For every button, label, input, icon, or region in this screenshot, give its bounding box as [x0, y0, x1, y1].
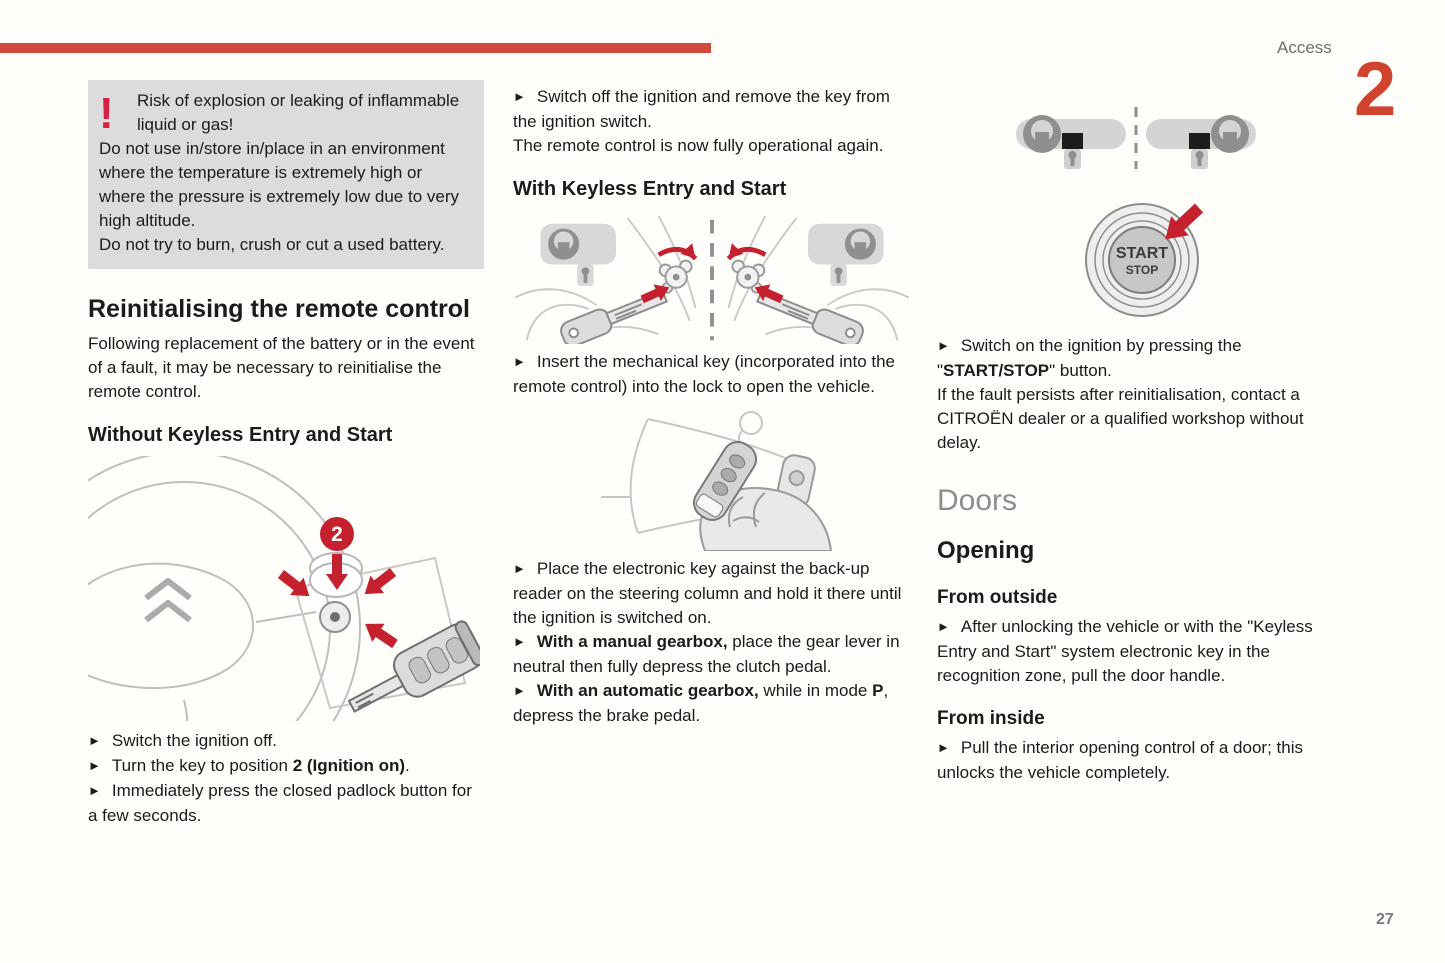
drive-side-badge — [540, 223, 616, 286]
instruction-text: Switch the ignition off. — [111, 731, 277, 750]
bullet-arrow-icon: ► — [513, 561, 526, 576]
subheading-without-keyless: Without Keyless Entry and Start — [88, 424, 393, 446]
ignition-key-illustration: 2 — [88, 456, 480, 721]
bullet-arrow-icon: ► — [513, 89, 526, 104]
instruction-bullet: ►With a manual gearbox, place the gear l… — [513, 630, 913, 679]
backup-reader-icon — [1062, 133, 1083, 149]
subheading-from-outside: From outside — [937, 587, 1058, 608]
door-lock-keys-illustration — [514, 216, 911, 344]
body-paragraph: If the fault persists after reinitialisa… — [937, 385, 1304, 452]
steering-wheel-icon — [1023, 115, 1061, 153]
instruction-bullet: ►Switch on the ignition by pressing the … — [937, 334, 1335, 383]
warning-paragraph: Do not try to burn, crush or cut a used … — [99, 235, 445, 254]
red-arrows — [640, 243, 698, 304]
instruction-text: Insert the mechanical key (incorporated … — [513, 352, 896, 396]
dashboard-sides-illustration — [1016, 107, 1256, 169]
start-stop-button — [1108, 226, 1176, 294]
instruction-text: Switch off the ignition and remove the k… — [513, 87, 890, 131]
subheading-with-keyless: With Keyless Entry and Start — [513, 178, 787, 200]
finger-lines — [727, 492, 766, 528]
instruction-text: With an automatic gearbox, while in mode… — [513, 681, 889, 725]
svg-text:2: 2 — [331, 523, 343, 546]
svg-text:STOP: STOP — [1126, 263, 1158, 277]
instruction-text: Immediately press the closed padlock but… — [88, 781, 472, 825]
instruction-text: With a manual gearbox, place the gear le… — [513, 632, 900, 676]
column-2: ►Switch off the ignition and remove the … — [513, 85, 913, 728]
red-arrows — [277, 554, 398, 649]
bullet-arrow-icon: ► — [937, 338, 950, 353]
electronic-key — [692, 441, 758, 521]
start-stop-button-illustration: START STOP — [1085, 203, 1204, 317]
instruction-bullet: ►Switch off the ignition and remove the … — [513, 85, 913, 134]
svg-text:START: START — [1116, 245, 1168, 262]
key-fob — [347, 620, 480, 713]
instruction-bullet: ►Insert the mechanical key (incorporated… — [513, 350, 913, 399]
instruction-bullet: ►Place the electronic key against the ba… — [513, 557, 913, 630]
bullet-arrow-icon: ► — [513, 683, 526, 698]
section-title-doors: Doors — [937, 484, 1018, 517]
warning-head-text: Risk of explosion or leaking of inflamma… — [137, 91, 460, 134]
column-3: START STOP ►Switch on the ignition by pr… — [937, 95, 1335, 785]
bullet-arrow-icon: ► — [937, 619, 950, 634]
bullet-arrow-icon: ► — [513, 354, 526, 369]
intro-paragraph: Following replacement of the battery or … — [88, 334, 475, 401]
bullet-arrow-icon: ► — [88, 733, 101, 748]
instruction-bullet: ►With an automatic gearbox, while in mod… — [513, 679, 913, 728]
instruction-text: Switch on the ignition by pressing the "… — [937, 336, 1242, 380]
key-pendant-icon — [1064, 149, 1081, 169]
bullet-arrow-icon: ► — [88, 758, 101, 773]
instruction-text: Place the electronic key against the bac… — [513, 559, 902, 627]
chapter-label: Access — [1277, 38, 1332, 57]
step-2-badge: 2 — [320, 517, 354, 551]
page-number: 27 — [1376, 911, 1394, 928]
bullet-arrow-icon: ► — [513, 634, 526, 649]
instruction-bullet: ►Pull the interior opening control of a … — [937, 736, 1335, 785]
red-arrow — [1165, 203, 1204, 240]
instruction-text: After unlocking the vehicle or with the … — [937, 617, 1313, 685]
section-title-reinitialising: Reinitialising the remote control — [88, 295, 470, 323]
column-1: ! Risk of explosion or leaking of inflam… — [88, 80, 484, 828]
subheading-opening: Opening — [937, 537, 1035, 564]
chapter-red-bar — [0, 43, 711, 53]
instruction-bullet: ►After unlocking the vehicle or with the… — [937, 615, 1335, 688]
bullet-arrow-icon: ► — [88, 783, 101, 798]
body-paragraph: The remote control is now fully operatio… — [513, 136, 884, 155]
instruction-bullet: ► Switch the ignition off. — [88, 729, 484, 754]
instruction-bullet: ► Turn the key to position 2 (Ignition on… — [88, 754, 484, 779]
backup-reader-illustration — [601, 411, 833, 551]
door-lock — [658, 259, 693, 294]
warning-exclamation-icon: ! — [99, 89, 114, 138]
warning-box: ! Risk of explosion or leaking of inflam… — [88, 80, 484, 269]
subheading-from-inside: From inside — [937, 708, 1045, 729]
instruction-text: Turn the key to position 2 (Ignition on)… — [111, 756, 410, 775]
instruction-bullet: ►Immediately press the closed padlock bu… — [88, 779, 484, 828]
warning-paragraph: Do not use in/store in/place in an envir… — [99, 139, 459, 230]
citroen-chevrons-icon — [144, 578, 192, 623]
bullet-arrow-icon: ► — [937, 740, 950, 755]
chapter-number: 2 — [1354, 47, 1397, 132]
instruction-text: Pull the interior opening control of a d… — [937, 738, 1303, 782]
